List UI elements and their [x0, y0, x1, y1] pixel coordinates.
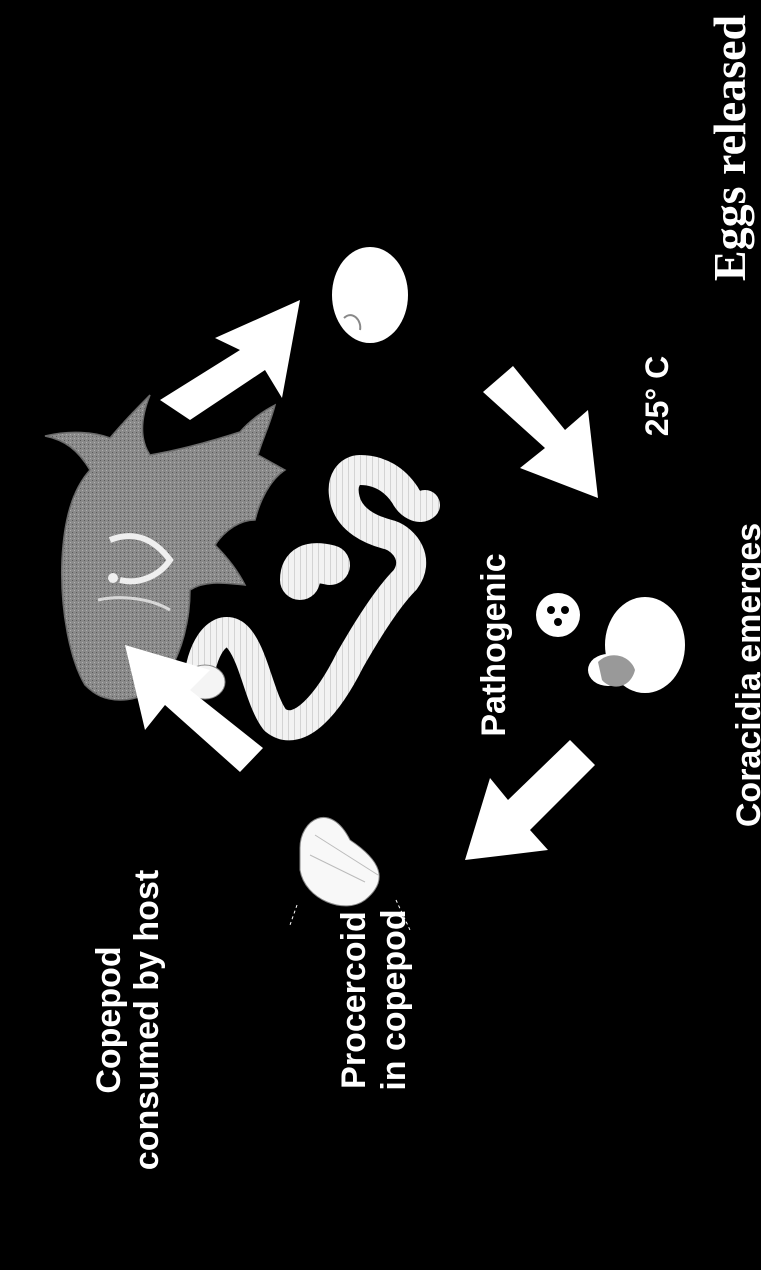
arrow-eggs-to-coracidia	[483, 366, 598, 498]
label-temperature: 25° C	[639, 356, 675, 436]
coracidium-icon	[536, 593, 685, 693]
label-pathogenic: Pathogenic	[475, 553, 513, 736]
label-eggs-released: Eggs released	[704, 14, 755, 281]
label-procercoid-line2: in copepod	[375, 909, 413, 1090]
label-copepod-line1: Copepod	[90, 946, 128, 1093]
arrow-fish-to-eggs	[160, 300, 300, 420]
arrow-coracidia-to-copepod	[465, 740, 595, 860]
label-procercoid-line1: Procercoid	[335, 911, 373, 1089]
label-copepod-line2: consumed by host	[128, 870, 166, 1170]
egg-icon	[332, 247, 408, 343]
label-coracidia-emerges: Coracidia emerges	[730, 523, 761, 827]
